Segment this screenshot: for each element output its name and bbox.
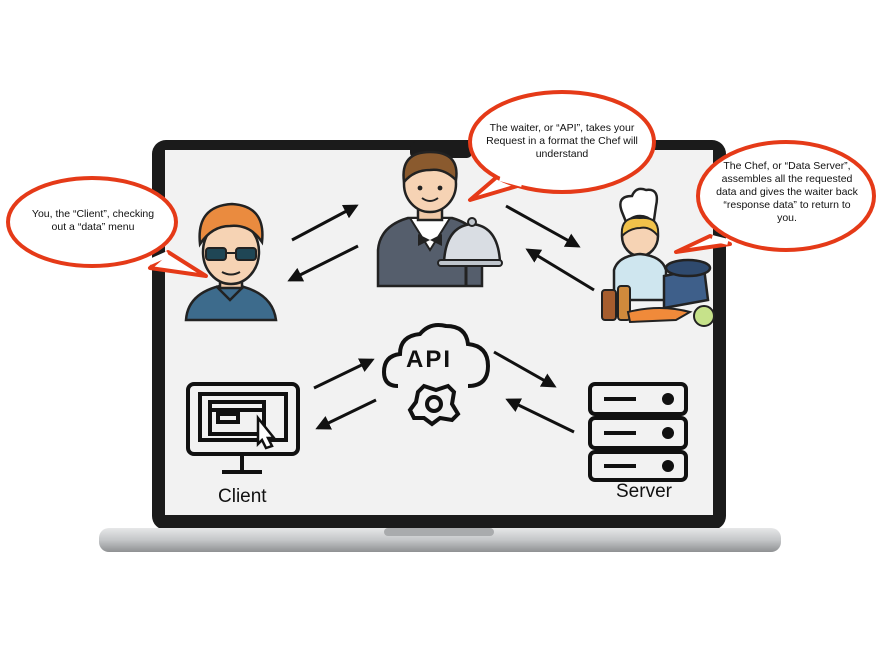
waiter-bubble-text: The waiter, or “API”, takes your Request…	[486, 122, 638, 160]
arrow-api-to-server	[493, 350, 557, 388]
laptop-base	[99, 528, 781, 552]
arrow-api-to-client	[315, 398, 377, 430]
customer-avatar-icon	[184, 202, 278, 322]
diagram-arrows	[313, 350, 575, 434]
chef-icon	[601, 187, 715, 327]
arrow-client-to-api	[313, 358, 375, 390]
arrow-server-to-api	[505, 398, 575, 434]
client-label: Client	[218, 486, 267, 507]
arrow-chef-to-waiter	[525, 248, 595, 292]
server-label: Server	[616, 481, 672, 502]
speech-bubble-waiter	[468, 90, 656, 202]
speech-bubble-chef	[674, 140, 876, 254]
server-rack-icon	[588, 382, 688, 482]
client-monitor-icon	[186, 382, 300, 474]
chef-bubble-text: The Chef, or “Data Server”, assembles al…	[716, 160, 858, 224]
arrow-client-to-waiter	[291, 204, 359, 242]
arrow-waiter-to-chef	[505, 204, 581, 248]
story-arrows	[287, 204, 595, 292]
speech-bubble-client	[6, 176, 208, 278]
client-bubble-text: You, the “Client”, checking out a “data”…	[31, 208, 155, 233]
api-label: API	[406, 346, 453, 373]
arrow-waiter-to-client	[287, 244, 359, 282]
api-cloud-gear-icon	[381, 323, 491, 427]
waiter-icon	[376, 150, 503, 288]
